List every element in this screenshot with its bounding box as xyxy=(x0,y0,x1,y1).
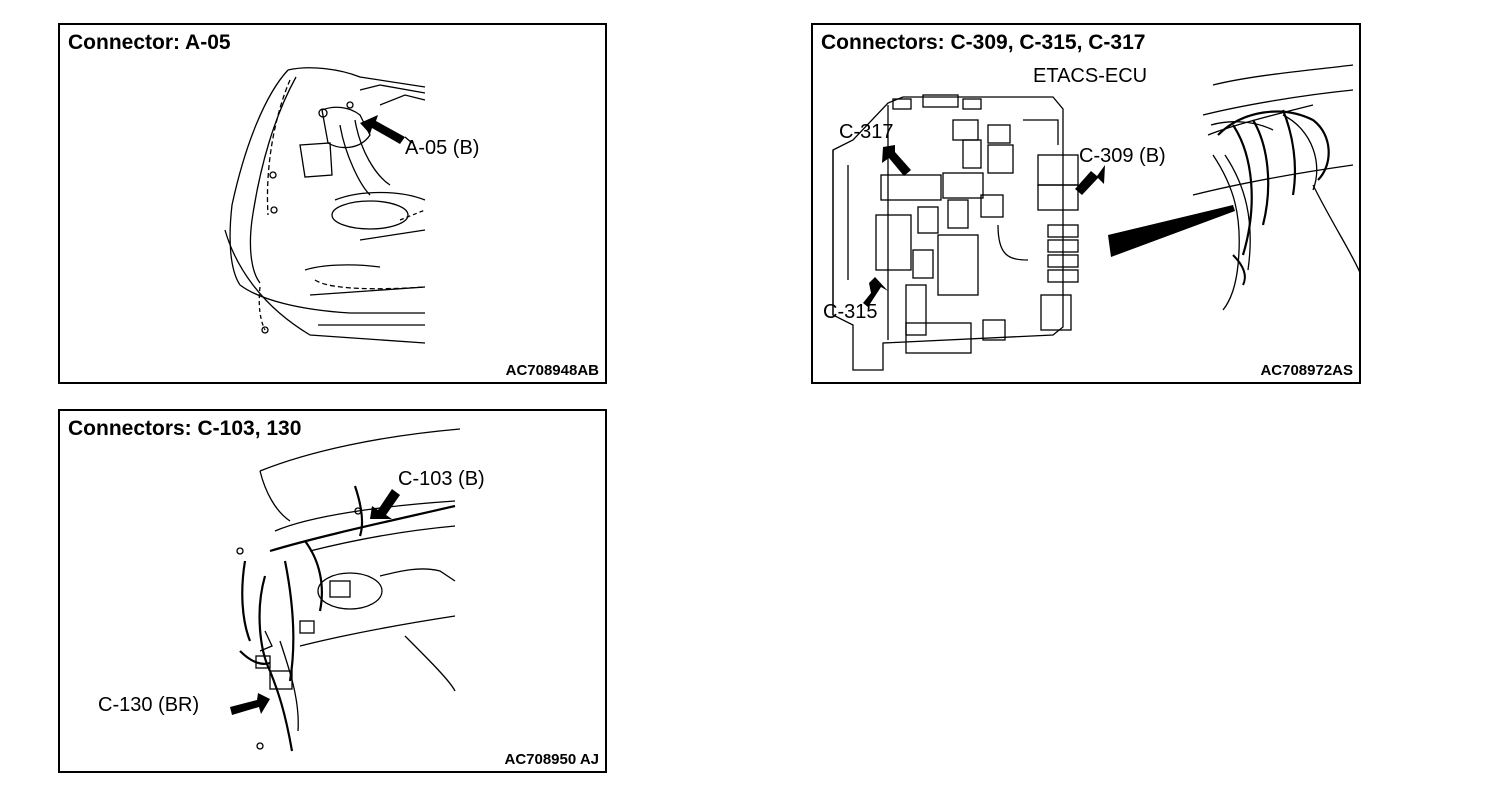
location-pointer xyxy=(1108,205,1235,257)
panel-connector-a05: Connector: A-05 A-05 (B) AC708948AB xyxy=(58,23,607,384)
panel-title: Connector: A-05 xyxy=(68,31,231,54)
arrow-a05 xyxy=(360,115,405,144)
arrow-c309 xyxy=(1075,165,1105,195)
panel-connectors-etacs: Connectors: C-309, C-315, C-317 ETACS-EC… xyxy=(811,23,1361,384)
arrow-c130 xyxy=(230,693,270,715)
arrow-c103 xyxy=(370,489,400,519)
callout-c309: C-309 (B) xyxy=(1079,145,1166,167)
callout-c103: C-103 (B) xyxy=(398,468,485,490)
panel-connectors-c103-c130: Connectors: C-103, 130 C-103 (B) C-130 (… xyxy=(58,409,607,773)
callout-a05: A-05 (B) xyxy=(405,137,480,159)
callout-c315: C-315 xyxy=(823,301,878,323)
figure-code: AC708950 AJ xyxy=(504,751,599,768)
engine-bay-illustration xyxy=(224,67,426,344)
ecu-name: ETACS-ECU xyxy=(1033,65,1148,87)
figure-code: AC708972AS xyxy=(1260,362,1353,379)
callout-c317: C-317 xyxy=(839,121,894,143)
figure-code: AC708948AB xyxy=(505,362,599,379)
panel-title: Connectors: C-103, 130 xyxy=(68,417,302,440)
callout-c130: C-130 (BR) xyxy=(98,694,200,716)
panel-title: Connectors: C-309, C-315, C-317 xyxy=(821,31,1146,54)
arrow-c315 xyxy=(863,277,888,307)
arrow-c317 xyxy=(882,145,911,176)
dashboard-harness-illustration xyxy=(230,428,461,752)
etacs-ecu-illustration xyxy=(832,64,1359,371)
